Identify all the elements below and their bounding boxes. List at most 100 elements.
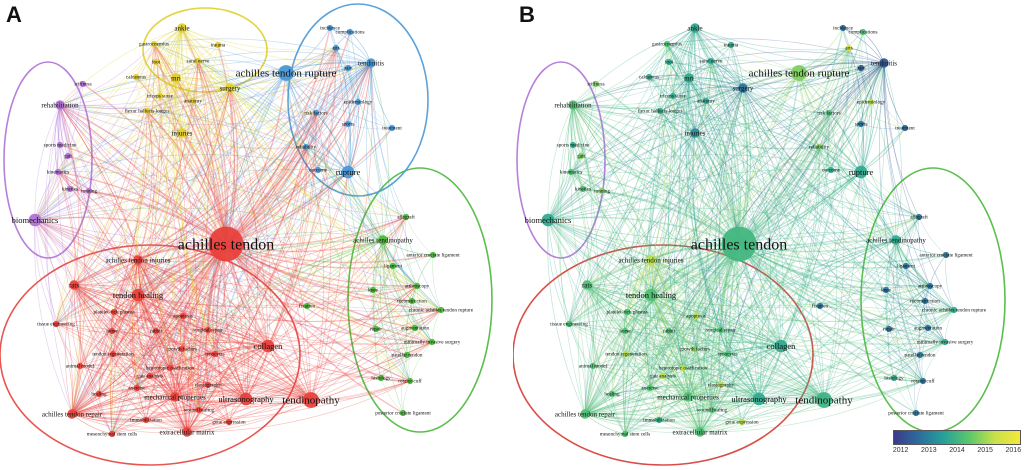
co-occurrence-link bbox=[137, 62, 372, 296]
co-occurrence-link bbox=[229, 87, 433, 343]
co-occurrence-link bbox=[568, 259, 652, 325]
co-occurrence-link bbox=[34, 104, 61, 221]
co-occurrence-link bbox=[149, 330, 157, 377]
co-occurrence-link bbox=[204, 329, 209, 386]
co-occurrence-link bbox=[137, 259, 209, 386]
co-occurrence-link bbox=[71, 353, 114, 415]
co-occurrence-link bbox=[136, 348, 183, 389]
co-occurrence-link bbox=[225, 47, 337, 245]
co-occurrence-link bbox=[694, 132, 924, 382]
keyword-node bbox=[406, 377, 414, 385]
co-occurrence-link bbox=[229, 87, 407, 218]
co-occurrence-link bbox=[570, 171, 594, 415]
co-occurrence-link bbox=[375, 328, 433, 343]
co-occurrence-link bbox=[315, 62, 372, 114]
co-occurrence-link bbox=[315, 67, 349, 114]
co-occurrence-link bbox=[174, 345, 269, 398]
co-occurrence-link bbox=[98, 294, 139, 395]
keyword-label: augmentation bbox=[914, 326, 943, 332]
keyword-node bbox=[854, 165, 868, 179]
co-occurrence-link bbox=[305, 146, 325, 401]
co-occurrence-link bbox=[207, 239, 384, 331]
keyword-node bbox=[150, 40, 158, 48]
co-occurrence-link bbox=[34, 112, 317, 221]
co-occurrence-link bbox=[73, 110, 148, 286]
co-occurrence-link bbox=[648, 43, 668, 78]
co-occurrence-link bbox=[650, 259, 825, 401]
co-occurrence-link bbox=[135, 76, 183, 134]
co-occurrence-link bbox=[137, 294, 188, 433]
co-occurrence-link bbox=[570, 62, 885, 173]
co-occurrence-link bbox=[370, 62, 393, 129]
keyword-label: sports medicine bbox=[44, 143, 77, 149]
co-occurrence-link bbox=[586, 47, 850, 286]
keyword-node bbox=[655, 416, 663, 424]
co-occurrence-link bbox=[285, 72, 349, 173]
co-occurrence-link bbox=[572, 59, 885, 106]
co-occurrence-link bbox=[699, 309, 955, 433]
keyword-label: wound healing bbox=[697, 408, 728, 414]
co-occurrence-link bbox=[650, 294, 713, 411]
keyword-node bbox=[170, 392, 180, 402]
node-layer bbox=[541, 23, 958, 438]
co-occurrence-link bbox=[382, 239, 442, 311]
co-occurrence-link bbox=[71, 112, 317, 415]
co-occurrence-link bbox=[626, 259, 652, 313]
co-occurrence-link bbox=[34, 62, 372, 221]
co-occurrence-link bbox=[392, 265, 416, 329]
co-occurrence-link bbox=[736, 243, 760, 400]
co-occurrence-link bbox=[568, 239, 897, 325]
co-occurrence-link bbox=[682, 87, 744, 369]
co-occurrence-link bbox=[225, 62, 372, 245]
co-occurrence-link bbox=[73, 284, 411, 382]
co-occurrence-link bbox=[572, 104, 782, 347]
keyword-label: achilles tendinopathy bbox=[353, 236, 413, 244]
keyword-node bbox=[921, 297, 929, 305]
keyword-label: anatomy bbox=[184, 99, 202, 105]
co-occurrence-link bbox=[155, 330, 247, 400]
co-occurrence-link bbox=[547, 219, 684, 369]
keyword-label: surgery bbox=[220, 84, 241, 92]
co-occurrence-link bbox=[888, 300, 926, 330]
co-occurrence-link bbox=[742, 87, 862, 173]
co-occurrence-link bbox=[402, 380, 411, 414]
co-occurrence-link bbox=[611, 393, 626, 435]
co-occurrence-link bbox=[34, 219, 247, 400]
co-occurrence-link bbox=[699, 87, 749, 433]
co-occurrence-link bbox=[135, 27, 183, 78]
co-occurrence-link bbox=[694, 132, 820, 150]
keyword-node bbox=[691, 345, 699, 353]
co-occurrence-link bbox=[650, 259, 760, 400]
co-occurrence-link bbox=[913, 354, 921, 414]
co-occurrence-link bbox=[174, 396, 230, 423]
co-occurrence-link bbox=[214, 171, 349, 355]
co-occurrence-link bbox=[819, 305, 890, 330]
co-occurrence-link bbox=[137, 259, 442, 313]
co-occurrence-link bbox=[624, 428, 701, 435]
co-occurrence-link bbox=[624, 259, 652, 332]
co-occurrence-link bbox=[405, 300, 413, 356]
keyword-node bbox=[859, 28, 867, 36]
co-occurrence-link bbox=[586, 284, 689, 398]
co-occurrence-link bbox=[347, 123, 393, 130]
keyword-label: fixation bbox=[812, 303, 829, 310]
co-occurrence-link bbox=[648, 60, 712, 78]
co-occurrence-link bbox=[584, 243, 740, 415]
co-occurrence-link bbox=[229, 87, 418, 287]
co-occurrence-link bbox=[741, 345, 782, 423]
co-occurrence-link bbox=[662, 345, 782, 377]
co-occurrence-link bbox=[155, 330, 216, 355]
co-occurrence-link bbox=[64, 284, 75, 415]
co-occurrence-link bbox=[860, 67, 868, 173]
co-occurrence-link bbox=[181, 87, 231, 134]
co-occurrence-link bbox=[650, 239, 897, 296]
keyword-node bbox=[916, 351, 924, 359]
co-occurrence-link bbox=[624, 294, 652, 435]
co-occurrence-link bbox=[71, 285, 418, 415]
co-occurrence-link bbox=[306, 305, 377, 330]
co-occurrence-link bbox=[55, 62, 372, 325]
keyword-node bbox=[239, 392, 253, 406]
co-occurrence-link bbox=[547, 219, 652, 261]
co-occurrence-link bbox=[71, 412, 188, 433]
